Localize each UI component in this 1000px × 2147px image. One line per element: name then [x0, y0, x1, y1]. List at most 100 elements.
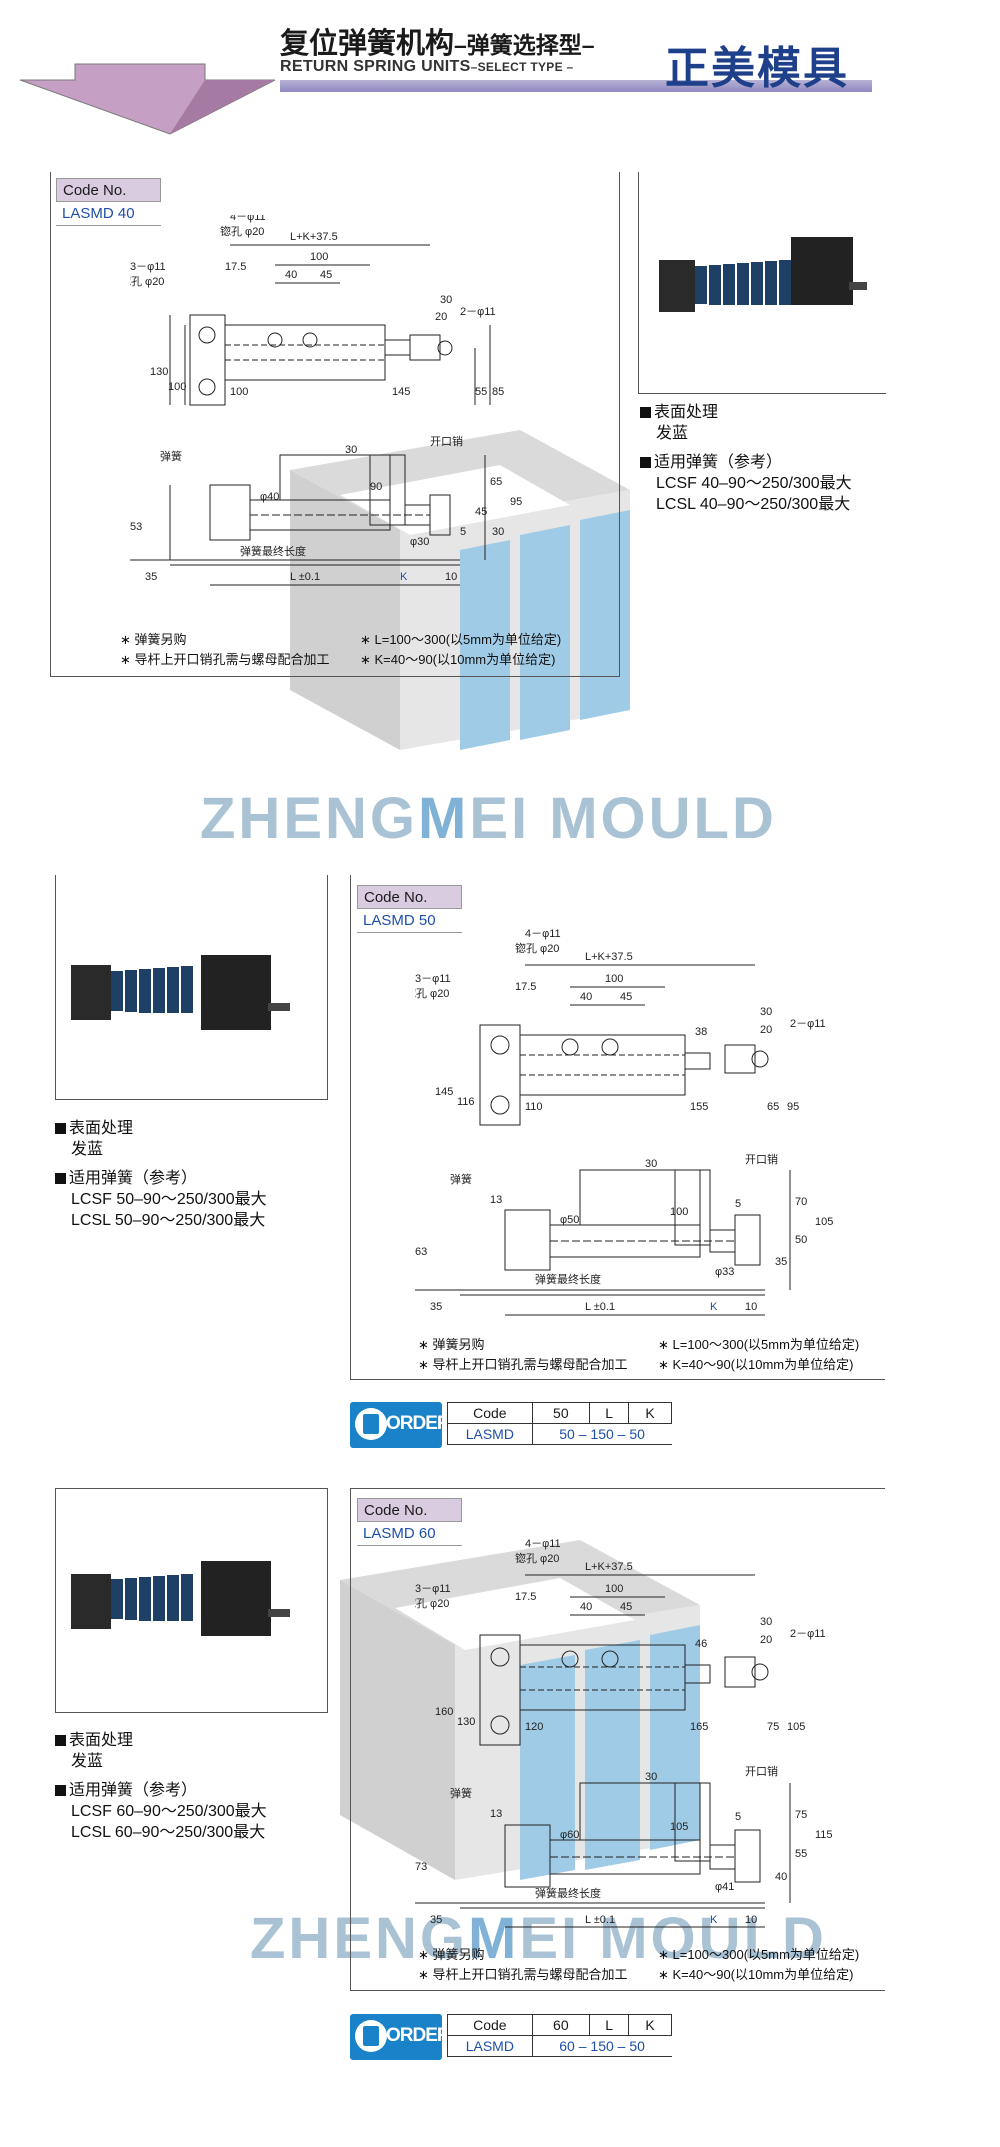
dim-hc: 110	[525, 1101, 543, 1113]
dim-he: 75	[767, 1721, 779, 1733]
dim-rod: φ50	[560, 1214, 579, 1226]
dim-17-5: 17.5	[225, 261, 246, 273]
code-box-lasmd40: Code No. LASMD 40	[56, 178, 161, 226]
dim-v1: 46	[695, 1638, 707, 1650]
order-code-value: LASMD	[447, 1423, 533, 1445]
surface-value: 发蓝	[71, 1753, 104, 1770]
dim-40: 40	[285, 269, 297, 281]
dim-100: 100	[605, 1583, 623, 1595]
dim-35: 35	[430, 1914, 442, 1926]
dim-v5: 50	[795, 1234, 807, 1246]
counterbore-20b: 锪孔 φ20	[415, 1597, 449, 1610]
dim-v5: 55	[795, 1848, 807, 1860]
order-table-lasmd60: Code 60 L K LASMD 60 – 150 – 50	[447, 2014, 672, 2057]
order-col-l: L	[588, 2014, 630, 2036]
spring-label: 弹簧	[160, 449, 182, 463]
dim-rod: φ40	[260, 491, 279, 503]
counterbore-20a: 锪孔 φ20	[515, 1552, 559, 1565]
dim-base: 63	[415, 1246, 427, 1258]
dim-45: 45	[320, 269, 332, 281]
surface-title: 表面处理	[69, 1732, 134, 1749]
dim-v2: 90	[370, 481, 382, 493]
spring-label: 弹簧	[450, 1172, 472, 1186]
order-col-size: 50	[531, 1402, 591, 1424]
order-col-k: K	[628, 2014, 672, 2036]
dim-base: 73	[415, 1861, 427, 1873]
spring-option: LCSL 40–90～250/300最大	[656, 496, 851, 513]
dim-v4: 95	[510, 496, 522, 508]
header-arrow-graphic	[20, 63, 276, 135]
spring-option: LCSF 40–90～250/300最大	[656, 475, 852, 492]
dim-45: 45	[620, 991, 632, 1003]
order-logo-lasmd60: ORDER	[350, 2014, 451, 2060]
dim-v2: 100	[670, 1206, 688, 1218]
spring-option: LCSF 60–90～250/300最大	[71, 1803, 267, 1820]
dim-hf: 85	[492, 386, 504, 398]
watermark-logo	[340, 1540, 700, 1880]
code-no-label: Code No.	[357, 1498, 462, 1522]
dim-hc: 100	[230, 386, 248, 398]
technical-drawing-lasmd40: L+K+37.5 100 40 45 17.5 4－φ11 锪孔 φ20 3－φ…	[130, 215, 522, 586]
dim-30-b: 30	[645, 1158, 657, 1170]
note-guide: ∗ 导杆上开口销孔需与螺母配合加工	[418, 1967, 628, 1982]
dim-hb: 100	[168, 381, 186, 393]
order-example: 60 – 150 – 50	[532, 2035, 672, 2057]
order-header-row: Code 60 L K	[447, 2014, 672, 2036]
dim-30: 30	[440, 294, 452, 306]
dim-k: K	[710, 1914, 718, 1926]
code-box-lasmd60: Code No. LASMD 60	[357, 1498, 462, 1546]
spring-title: 适用弹簧（参考）	[654, 454, 783, 471]
product-photo-lasmd50	[71, 955, 290, 1030]
dim-v3: 70	[795, 1196, 807, 1208]
order-value-row: LASMD 50 – 150 – 50	[447, 1423, 672, 1445]
notes-lasmd40: ∗ 弹簧另购∗ L=100～300(以5mm为单位给定) ∗ 导杆上开口销孔需与…	[120, 630, 561, 670]
order-label: ORDER	[386, 2025, 451, 2046]
dim-30-b: 30	[645, 1771, 657, 1783]
dim-5: 5	[735, 1811, 741, 1823]
dim-17-5: 17.5	[515, 1591, 536, 1603]
dim-13: 13	[490, 1808, 502, 1820]
order-icon	[355, 1408, 387, 1440]
note-guide: ∗ 导杆上开口销孔需与螺母配合加工	[418, 1357, 628, 1372]
cotter-pin-label: 开口销	[745, 1764, 778, 1778]
dim-v4: 115	[815, 1829, 833, 1841]
product-photo-lasmd60	[71, 1561, 290, 1636]
dim-ha: 160	[435, 1706, 453, 1718]
surface-title: 表面处理	[69, 1120, 134, 1137]
spring-title: 适用弹簧（参考）	[69, 1782, 198, 1799]
hole-3x11: 3－φ11	[130, 261, 166, 273]
dim-base: 53	[130, 521, 142, 533]
hole-4x11: 4－φ11	[525, 1538, 561, 1550]
dim-v3: 75	[795, 1809, 807, 1821]
hole-4x11: 4－φ11	[525, 928, 561, 940]
dim-lk: L+K+37.5	[585, 951, 633, 963]
dim-he: 65	[767, 1101, 779, 1113]
technical-drawing-lasmd50: L+K+37.5 100 40 45 17.5 4－φ11 锪孔 φ20 3－φ…	[415, 928, 833, 1316]
watermark-text: ZHENGMEI MOULD	[250, 1906, 827, 1971]
dim-v1: 38	[695, 1026, 707, 1038]
dim-hb: 130	[457, 1716, 475, 1728]
note-spring: ∗ 弹簧另购	[418, 1947, 485, 1962]
code-no-label: Code No.	[357, 885, 462, 909]
dim-hd: 155	[690, 1101, 708, 1113]
surface-title: 表面处理	[654, 404, 719, 421]
order-logo-lasmd50: ORDER	[350, 1402, 451, 1448]
spring-option: LCSL 60–90～250/300最大	[71, 1824, 266, 1841]
drawing-frame-lasmd40	[50, 172, 620, 677]
photo-frame-lasmd60	[55, 1488, 328, 1713]
dim-he: 55	[475, 386, 487, 398]
counterbore-20a: 锪孔 φ20	[515, 942, 559, 955]
dim-v4: 105	[815, 1216, 833, 1228]
dim-pin: φ41	[715, 1881, 734, 1893]
order-col-size: 60	[531, 2014, 591, 2036]
dim-l-tol: L ±0.1	[290, 571, 320, 583]
dim-rod: φ60	[560, 1829, 579, 1841]
dim-10: 10	[445, 571, 457, 583]
counterbore-20b: 锪孔 φ20	[415, 987, 449, 1000]
dim-v6: 35	[775, 1256, 787, 1268]
dim-40: 40	[580, 991, 592, 1003]
surface-value: 发蓝	[71, 1141, 104, 1158]
dim-v2: 105	[670, 1821, 688, 1833]
order-example: 50 – 150 – 50	[532, 1423, 672, 1445]
spring-label: 弹簧	[450, 1786, 472, 1800]
